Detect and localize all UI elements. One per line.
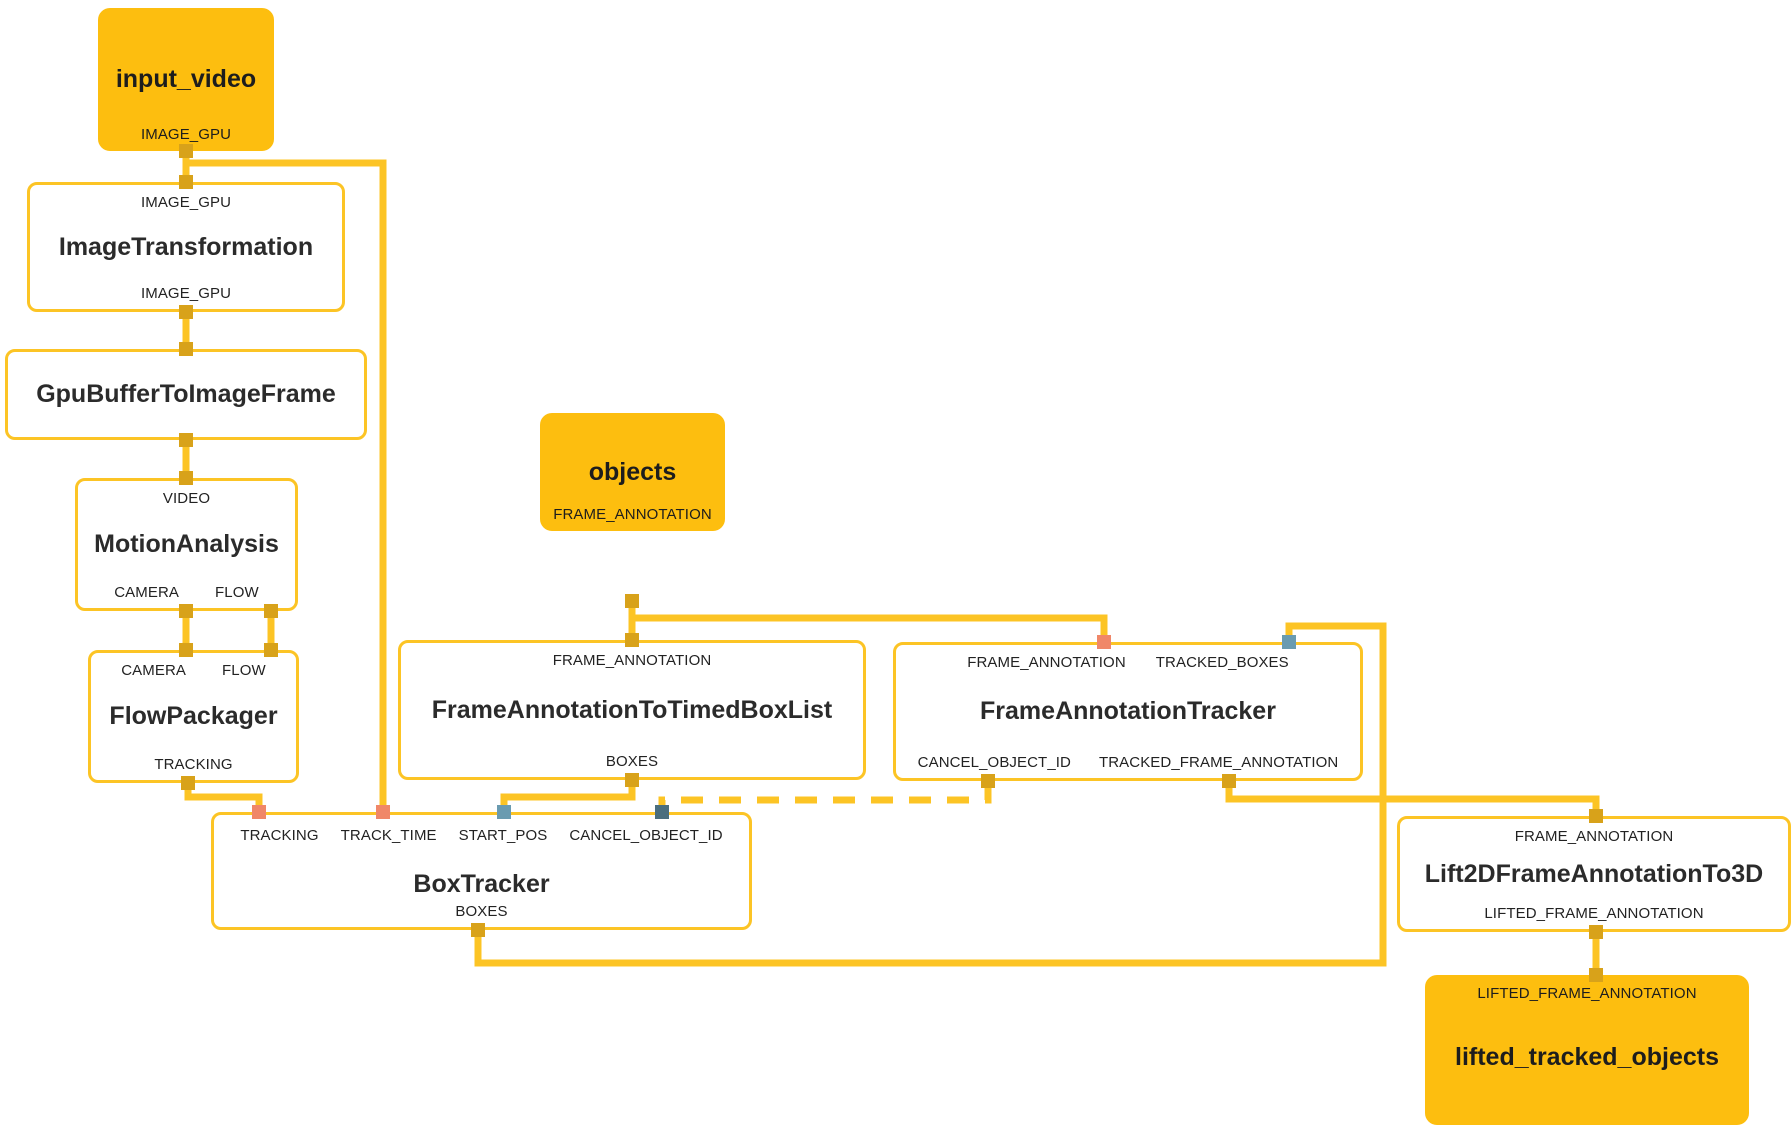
node-frame-annotation-to-timed-box-list[interactable]: FRAME_ANNOTATION FrameAnnotationToTimedB…	[398, 640, 866, 780]
nub-flow-packager-camera-in	[179, 643, 193, 657]
port-label-camera-in[interactable]: CAMERA	[121, 662, 187, 679]
output-port-row: LIFTED_FRAME_ANNOTATION	[1400, 905, 1788, 922]
node-title: GpuBufferToImageFrame	[36, 380, 336, 409]
input-port-row: FRAME_ANNOTATION	[1400, 828, 1788, 845]
port-label-lifted-frame-annotation-out[interactable]: LIFTED_FRAME_ANNOTATION	[1484, 905, 1704, 922]
output-port-row: BOXES	[214, 903, 749, 920]
port-label-flow-out[interactable]: FLOW	[215, 584, 259, 601]
node-lifted-tracked-objects[interactable]: LIFTED_FRAME_ANNOTATION lifted_tracked_o…	[1425, 975, 1749, 1125]
port-label-tracking-in[interactable]: TRACKING	[240, 827, 319, 844]
output-port-row: IMAGE_GPU	[99, 126, 273, 143]
port-label-track-time-in[interactable]: TRACK_TIME	[340, 827, 437, 844]
nub-flow-packager-tracking-out	[181, 776, 195, 790]
port-label-camera-out[interactable]: CAMERA	[114, 584, 180, 601]
nub-box-tracker-track-time-in	[376, 805, 390, 819]
port-label-frame-annotation-in[interactable]: FRAME_ANNOTATION	[967, 654, 1126, 671]
input-port-row: FRAME_ANNOTATION TRACKED_BOXES	[896, 654, 1360, 671]
output-port-row: BOXES	[401, 753, 863, 770]
node-title: FrameAnnotationToTimedBoxList	[431, 695, 833, 724]
nub-objects-out	[625, 594, 639, 608]
nub-timed-box-list-boxes-out	[625, 773, 639, 787]
input-port-row: CAMERA FLOW	[91, 662, 296, 679]
input-port-row: FRAME_ANNOTATION	[401, 652, 863, 669]
nub-image-transformation-in	[179, 175, 193, 189]
output-port-row: CAMERA FLOW	[78, 584, 295, 601]
nub-gpu-buffer-out	[179, 433, 193, 447]
output-port-row: TRACKING	[91, 756, 296, 773]
node-objects[interactable]: objects FRAME_ANNOTATION	[540, 413, 725, 531]
port-label-frame-annotation-out[interactable]: FRAME_ANNOTATION	[553, 506, 712, 523]
port-label-boxes-out[interactable]: BOXES	[605, 753, 659, 770]
nub-motion-analysis-flow-out	[264, 604, 278, 618]
input-port-row: IMAGE_GPU	[30, 194, 342, 211]
port-label-start-pos-in[interactable]: START_POS	[458, 827, 548, 844]
nub-lift2d-in	[1589, 809, 1603, 823]
nub-input-video-out	[179, 144, 193, 158]
node-title: MotionAnalysis	[94, 530, 279, 559]
node-lift-2d-frame-annotation-to-3d[interactable]: FRAME_ANNOTATION Lift2DFrameAnnotationTo…	[1397, 816, 1791, 932]
port-label-cancel-object-id-in[interactable]: CANCEL_OBJECT_ID	[569, 827, 723, 844]
node-title: BoxTracker	[413, 869, 550, 898]
port-label-video[interactable]: VIDEO	[162, 490, 211, 507]
nub-image-transformation-out	[179, 305, 193, 319]
port-label-cancel-object-id-out[interactable]: CANCEL_OBJECT_ID	[917, 754, 1071, 771]
node-flow-packager[interactable]: CAMERA FLOW FlowPackager TRACKING	[88, 650, 299, 783]
node-motion-analysis[interactable]: VIDEO MotionAnalysis CAMERA FLOW	[75, 478, 298, 611]
nub-timed-box-list-in	[625, 633, 639, 647]
nub-lifted-tracked-objects-in	[1589, 968, 1603, 982]
output-port-row: FRAME_ANNOTATION	[541, 506, 724, 523]
nub-box-tracker-cancel-object-id-in	[655, 805, 669, 819]
nub-motion-analysis-camera-out	[179, 604, 193, 618]
nub-tracker-tracked-boxes-in	[1282, 635, 1296, 649]
output-port-row: IMAGE_GPU	[30, 285, 342, 302]
node-image-transformation[interactable]: IMAGE_GPU ImageTransformation IMAGE_GPU	[27, 182, 345, 312]
port-label-image-gpu[interactable]: IMAGE_GPU	[140, 126, 232, 143]
port-label-frame-annotation-in[interactable]: FRAME_ANNOTATION	[552, 652, 712, 669]
port-label-image-gpu-out[interactable]: IMAGE_GPU	[140, 285, 232, 302]
nub-motion-analysis-video-in	[179, 471, 193, 485]
input-port-row: VIDEO	[78, 490, 295, 507]
node-title: ImageTransformation	[58, 232, 314, 261]
port-label-flow-in[interactable]: FLOW	[222, 662, 266, 679]
nub-tracker-tracked-frame-annotation-out	[1222, 774, 1236, 788]
input-port-row: TRACKING TRACK_TIME START_POS CANCEL_OBJ…	[214, 827, 749, 844]
port-label-image-gpu-in[interactable]: IMAGE_GPU	[140, 194, 232, 211]
nub-gpu-buffer-in	[179, 342, 193, 356]
node-title: lifted_tracked_objects	[1455, 1042, 1719, 1071]
port-label-boxes-out[interactable]: BOXES	[455, 903, 508, 920]
node-title: Lift2DFrameAnnotationTo3D	[1424, 859, 1764, 888]
nub-box-tracker-tracking-in	[252, 805, 266, 819]
input-port-row: LIFTED_FRAME_ANNOTATION	[1426, 985, 1748, 1002]
nub-lift2d-out	[1589, 925, 1603, 939]
port-label-tracking-out[interactable]: TRACKING	[154, 756, 233, 773]
node-input-video[interactable]: input_video IMAGE_GPU	[98, 8, 274, 151]
nub-box-tracker-start-pos-in	[497, 805, 511, 819]
node-box-tracker[interactable]: TRACKING TRACK_TIME START_POS CANCEL_OBJ…	[211, 812, 752, 930]
nub-flow-packager-flow-in	[264, 643, 278, 657]
output-port-row: CANCEL_OBJECT_ID TRACKED_FRAME_ANNOTATIO…	[896, 754, 1360, 771]
node-gpu-buffer-to-image-frame[interactable]: GpuBufferToImageFrame	[5, 349, 367, 440]
node-title: FrameAnnotationTracker	[980, 697, 1276, 726]
nub-tracker-cancel-object-id-out	[981, 774, 995, 788]
port-label-tracked-boxes-in[interactable]: TRACKED_BOXES	[1155, 654, 1289, 671]
nub-tracker-frame-annotation-in	[1097, 635, 1111, 649]
node-frame-annotation-tracker[interactable]: FRAME_ANNOTATION TRACKED_BOXES FrameAnno…	[893, 642, 1363, 781]
nub-box-tracker-boxes-out	[471, 923, 485, 937]
port-label-frame-annotation-in[interactable]: FRAME_ANNOTATION	[1514, 828, 1674, 845]
port-label-tracked-frame-annotation-out[interactable]: TRACKED_FRAME_ANNOTATION	[1098, 754, 1339, 771]
node-title: FlowPackager	[109, 702, 278, 731]
node-title: input_video	[115, 65, 257, 94]
node-title: objects	[588, 457, 677, 486]
port-label-lifted-frame-annotation-in[interactable]: LIFTED_FRAME_ANNOTATION	[1477, 985, 1697, 1002]
